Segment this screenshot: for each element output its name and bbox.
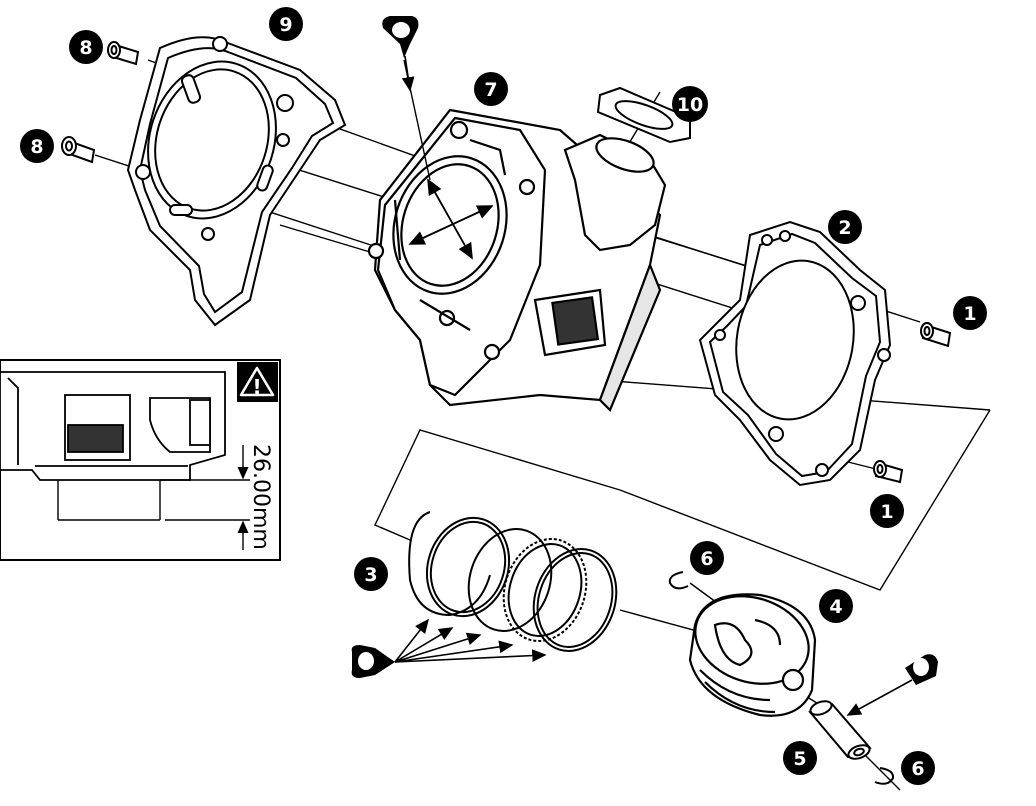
dowel-pin-1-upper xyxy=(920,322,952,348)
dowel-pin-8-upper xyxy=(107,41,140,66)
callout-1-lower: 1 xyxy=(870,494,904,528)
oil-can-icon: E xyxy=(382,16,419,58)
callout-9: 9 xyxy=(269,7,303,41)
svg-text:1: 1 xyxy=(880,501,893,523)
dowel-pin-8-lower xyxy=(61,136,96,164)
svg-text:4: 4 xyxy=(829,596,842,618)
svg-text:3: 3 xyxy=(364,564,377,586)
oil-can-icon: E xyxy=(351,645,395,678)
piston-pin-5 xyxy=(808,700,872,760)
svg-text:9: 9 xyxy=(279,14,292,36)
warning-triangle-icon: ! xyxy=(237,362,278,402)
svg-text:5: 5 xyxy=(793,748,806,770)
svg-text:!: ! xyxy=(252,375,261,399)
piston-rings-3 xyxy=(408,511,618,652)
circlip-6-upper xyxy=(668,571,689,590)
svg-text:6: 6 xyxy=(700,548,713,570)
oil-arrows xyxy=(394,55,913,716)
intake-gasket-10 xyxy=(596,86,691,144)
svg-text:7: 7 xyxy=(484,79,497,101)
svg-text:2: 2 xyxy=(838,217,851,239)
svg-text:8: 8 xyxy=(79,37,92,59)
callout-10: 10 xyxy=(672,86,708,122)
callout-1-upper: 1 xyxy=(953,296,987,330)
svg-text:E: E xyxy=(394,26,407,34)
svg-text:10: 10 xyxy=(677,94,703,116)
svg-text:6: 6 xyxy=(911,758,924,780)
svg-text:E: E xyxy=(362,655,370,668)
circlip-6-lower xyxy=(874,767,895,785)
piston-4 xyxy=(688,593,817,717)
callout-5: 5 xyxy=(783,741,817,775)
cylinder-7 xyxy=(367,59,667,412)
head-gasket-9 xyxy=(126,36,347,327)
svg-text:1: 1 xyxy=(963,303,976,325)
base-gasket-2 xyxy=(698,220,892,487)
svg-text:E: E xyxy=(914,661,929,673)
callout-7: 7 xyxy=(474,72,508,106)
dowel-pin-1-lower xyxy=(873,460,904,484)
svg-text:8: 8 xyxy=(30,136,43,158)
callout-2: 2 xyxy=(828,210,862,244)
inset-panel: 26.00mm ! xyxy=(0,359,281,561)
callout-8-lower: 8 xyxy=(20,129,54,163)
dimension-label: 26.00mm xyxy=(248,444,273,550)
oil-can-icon: E xyxy=(905,654,938,685)
callout-6-upper: 6 xyxy=(690,541,724,575)
callout-8-upper: 8 xyxy=(69,30,103,64)
callout-3: 3 xyxy=(354,557,388,591)
callout-6-lower: 6 xyxy=(901,751,935,785)
callout-4: 4 xyxy=(819,589,853,623)
